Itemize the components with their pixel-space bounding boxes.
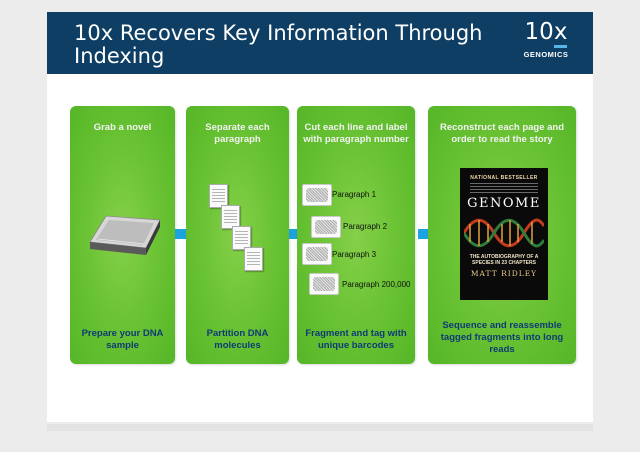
fragment-label-3: Paragraph 3 [332, 250, 377, 259]
book-subtitle: THE AUTOBIOGRAPHY OF A SPECIES IN 23 CHA… [469, 254, 539, 266]
step-3-top-label: Cut each line and label with paragraph n… [303, 122, 409, 145]
paragraph-page [244, 247, 263, 271]
step-4-bottom-label: Sequence and reassemble tagged fragments… [440, 320, 564, 355]
book-banner: NATIONAL BESTSELLER [470, 175, 538, 181]
step-4-top-label: Reconstruct each page and order to read … [439, 122, 565, 145]
fragment-image [302, 243, 332, 265]
genome-book-cover: NATIONAL BESTSELLER GENOME THE AUTOBIOGR… [460, 168, 548, 300]
book-blurb-lines [470, 183, 538, 193]
fragment-label-1: Paragraph 1 [332, 190, 377, 199]
logo-number: 10 [524, 19, 554, 45]
step-1-bottom-label: Prepare your DNA sample [81, 328, 164, 351]
dna-helix-illustration [464, 218, 544, 248]
step-1-top-label: Grab a novel [93, 122, 152, 133]
fragment-label-4: Paragraph 200,000 [342, 280, 411, 289]
paragraph-page [209, 184, 228, 208]
header-bar: 10x Recovers Key Information Through Ind… [47, 12, 593, 74]
fragment-image [311, 216, 341, 238]
10x-genomics-logo: 10x GENOMICS [517, 19, 575, 67]
step-2-bottom-label: Partition DNA molecules [206, 328, 269, 351]
paragraph-page [232, 226, 251, 250]
paragraph-page [221, 205, 240, 229]
step-2-top-label: Separate each paragraph [205, 122, 270, 145]
fragment-image [302, 184, 332, 206]
book-title: GENOME [467, 196, 541, 211]
fragment-label-2: Paragraph 2 [343, 222, 388, 231]
disk-drive-icon [89, 215, 161, 255]
slide-title: 10x Recovers Key Information Through Ind… [74, 21, 483, 68]
book-author: MATT RIDLEY [470, 269, 538, 278]
footer-bar [47, 424, 593, 431]
step-3-bottom-label: Fragment and tag with unique barcodes [305, 328, 407, 351]
logo-wordmark: GENOMICS [523, 50, 569, 59]
fragment-image [309, 273, 339, 295]
logo-x: x [553, 19, 568, 48]
